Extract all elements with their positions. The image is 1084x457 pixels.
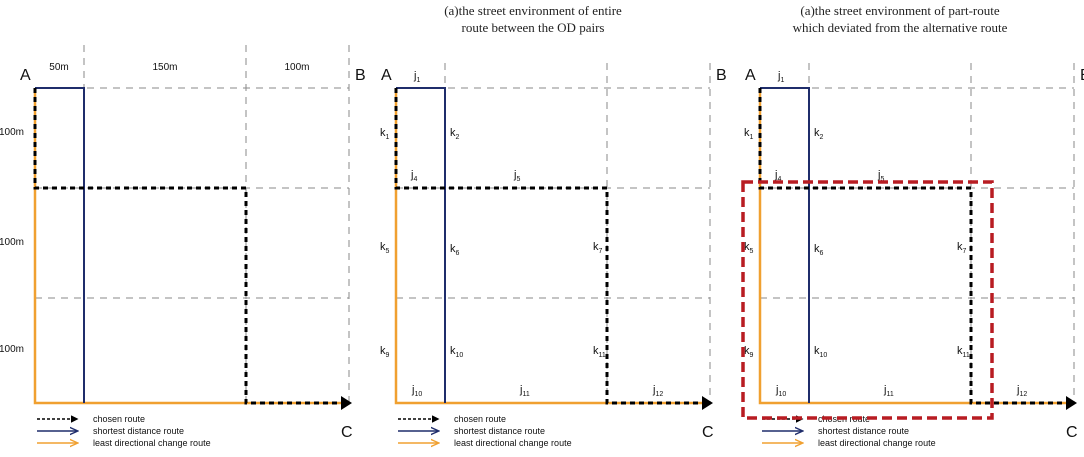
- panel-1: A B C 50m 150m 100m 100m 100m 100m chosen route sh…: [0, 45, 366, 448]
- deviation-highlight-box: [741, 180, 994, 420]
- route-arrowhead: [702, 396, 713, 410]
- dimension-height-label: 100m: [0, 344, 24, 355]
- segment-label-k7: k7: [957, 241, 967, 255]
- segment-label-k6: k6: [814, 243, 824, 257]
- least-change-route: [394, 88, 710, 405]
- segment-label-k11: k11: [593, 345, 606, 359]
- segment-label-j12: j12: [652, 384, 663, 398]
- dimension-width-label: 100m: [284, 62, 309, 73]
- segment-label-j11: j11: [883, 384, 894, 398]
- caption-line-2: route between the OD pairs: [461, 20, 605, 35]
- dimension-height-label: 100m: [0, 237, 24, 248]
- legend-least-label: least directional change route: [93, 438, 211, 448]
- segment-label-j4: j4: [410, 169, 417, 183]
- dimension-width-label: 150m: [152, 62, 177, 73]
- segment-label-k5: k5: [380, 241, 390, 255]
- node-b-label: B: [355, 67, 366, 84]
- segment-label-k1: k1: [744, 127, 754, 141]
- shortest-route: [760, 87, 810, 403]
- segment-label-k11: k11: [957, 345, 970, 359]
- dimension-width-label: 50m: [49, 62, 68, 73]
- route-arrowhead: [1066, 396, 1077, 410]
- chosen-route: [758, 88, 1070, 405]
- legend-chosen-label: chosen route: [454, 414, 506, 424]
- route-arrowhead: [341, 396, 352, 410]
- segment-label-k9: k9: [380, 345, 390, 359]
- segment-label-j11: j11: [519, 384, 530, 398]
- segment-label-j4: j4: [774, 169, 781, 183]
- caption-line-2: which deviated from the alternative rout…: [792, 20, 1008, 35]
- least-change-route: [33, 88, 349, 405]
- segment-label-k2: k2: [450, 127, 460, 141]
- caption-panel-2: (a)the street environment of entire rout…: [383, 2, 683, 36]
- segment-label-j5: j5: [513, 169, 520, 183]
- panel-2: A B Cj1 k1 k2 j4 j5 k5 k6 k7 k9 k10 k11 j10 j11 j12 chos…: [380, 63, 727, 448]
- segment-label-j12: j12: [1016, 384, 1027, 398]
- legend-chosen-label: chosen route: [93, 414, 145, 424]
- legend-shortest-label: shortest distance route: [93, 426, 184, 436]
- least-change-route: [758, 88, 1074, 405]
- shortest-route: [35, 87, 85, 403]
- node-a-label: A: [745, 67, 756, 84]
- legend-shortest-label: shortest distance route: [818, 426, 909, 436]
- shortest-route: [396, 87, 446, 403]
- segment-label-j10: j10: [411, 384, 422, 398]
- caption-line-1: (a)the street environment of part-route: [800, 3, 1000, 18]
- segment-label-k7: k7: [593, 241, 603, 255]
- panel-3: ABCj1k1k2j4j5k5k6k7k9k10k11j10j11j12chos…: [741, 63, 1084, 448]
- legend-least-label: least directional change route: [454, 438, 572, 448]
- segment-label-k10: k10: [450, 345, 463, 359]
- node-c-label: C: [341, 424, 353, 441]
- segment-label-k9: k9: [744, 345, 754, 359]
- node-b-label: B: [1080, 67, 1084, 84]
- legend-least-label: least directional change route: [818, 438, 936, 448]
- segment-label-k1: k1: [380, 127, 390, 141]
- node-a-label: A: [20, 67, 31, 84]
- caption-line-1: (a)the street environment of entire: [444, 3, 622, 18]
- segment-label-k5: k5: [744, 241, 754, 255]
- node-b-label: B: [716, 67, 727, 84]
- segment-label-j1: j1: [777, 70, 784, 84]
- segment-label-j1: j1: [413, 70, 420, 84]
- segment-label-j10: j10: [775, 384, 786, 398]
- node-c-label: C: [1066, 424, 1078, 441]
- legend-shortest-label: shortest distance route: [454, 426, 545, 436]
- chosen-route: [394, 88, 706, 405]
- segment-label-k10: k10: [814, 345, 827, 359]
- node-a-label: A: [381, 67, 392, 84]
- caption-panel-3: (a)the street environment of part-route …: [750, 2, 1050, 36]
- segment-label-k6: k6: [450, 243, 460, 257]
- dimension-height-label: 100m: [0, 127, 24, 138]
- node-c-label: C: [702, 424, 714, 441]
- segment-label-j5: j5: [877, 169, 884, 183]
- chosen-route: [33, 88, 345, 405]
- segment-label-k2: k2: [814, 127, 824, 141]
